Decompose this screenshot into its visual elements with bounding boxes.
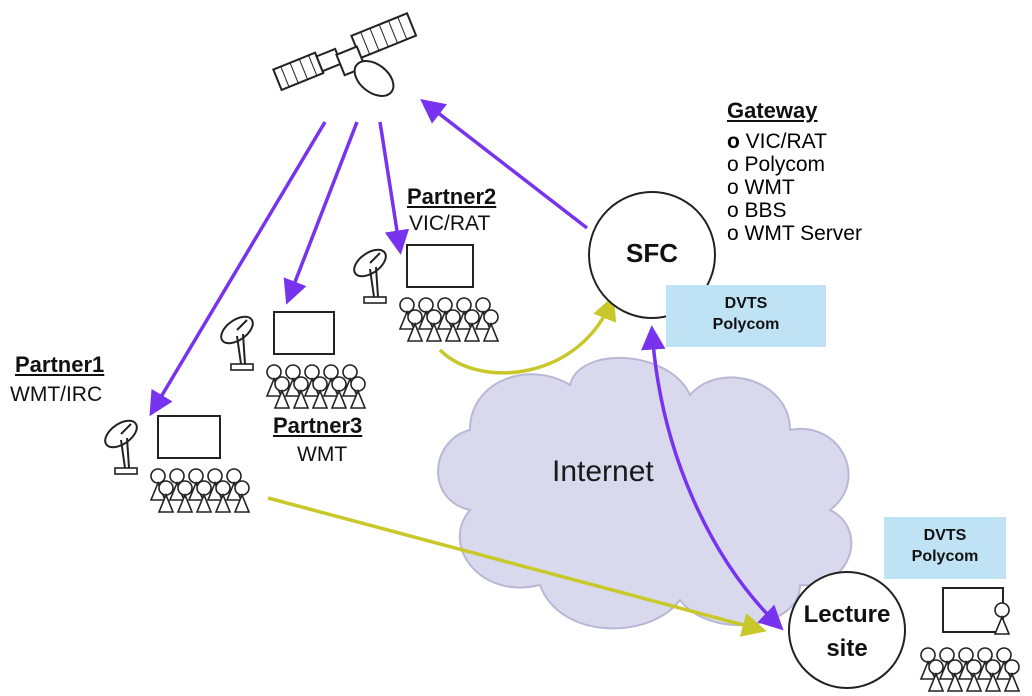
bullet-icon: o [727,199,745,222]
screen-icon [273,311,335,355]
bullet-icon: o [727,222,745,245]
gateway-item: o WMT [727,176,862,199]
link-satellite-partner3 [283,121,359,305]
person-icon [149,468,167,501]
person-icon [957,647,975,680]
person-icon [330,376,348,409]
person-icon [292,376,310,409]
sfc-box-line1: DVTS [724,295,768,312]
satellite-dish-icon [220,315,254,371]
person-icon [406,309,424,342]
person-icon [157,480,175,513]
internet-cloud [437,356,853,630]
partner2-title: Partner2 [407,184,497,209]
internet-label: Internet [552,455,654,488]
person-icon [993,602,1011,635]
link-sfc-lecture [641,325,784,631]
gateway-item-label: WMT Server [744,222,862,245]
person-icon [927,659,945,692]
bullet-icon: o [727,130,746,153]
person-icon [349,376,367,409]
lecture-protocol-box: DVTS Polycom [884,517,1006,579]
bullet-icon: o [727,153,745,176]
gateway-item-label: Polycom [744,153,826,176]
person-icon [195,480,213,513]
presenter-icon [993,602,1011,635]
lecture-line1: Lecture [803,601,891,628]
person-icon [938,647,956,680]
lecture-screen-icon [942,587,1004,633]
person-icon [265,364,283,397]
satellite-dish-icon [353,248,387,304]
gateway-item-label: WMT [744,176,795,199]
link-partner2-sfc [438,295,617,375]
satellite-dish-icon [104,419,138,475]
lecture-site-node [788,571,906,689]
audience-icon [398,297,500,342]
partner2-site-icon [353,244,500,342]
gateway-item: o BBS [727,199,862,222]
satellite-links [149,99,784,631]
link-sfc-satellite [420,99,589,230]
bullet-icon: o [727,176,745,199]
link-satellite-partner1 [149,121,327,417]
person-icon [965,659,983,692]
person-icon [444,309,462,342]
person-icon [341,364,359,397]
gateway-item: o VIC/RAT [727,130,862,153]
partner3-tools: WMT [297,443,348,466]
person-icon [425,309,443,342]
sfc-label: SFC [626,238,678,268]
partner1-site-icon [104,415,251,513]
partner2-tools: VIC/RAT [409,212,491,235]
lecture-audience-icon [919,647,1021,692]
gateway-item: o WMT Server [727,222,862,245]
internet-links [267,295,767,637]
partner3-site-icon [220,311,367,409]
person-icon [463,309,481,342]
sfc-protocol-box: DVTS Polycom [666,285,826,347]
person-icon [984,659,1002,692]
lecture-site-label: Lecture site [790,598,904,666]
gateway-item: o Polycom [727,153,862,176]
lecture-box-line1: DVTS [923,527,967,544]
gateway-item-label: VIC/RAT [745,130,827,153]
person-icon [946,659,964,692]
partner3-title: Partner3 [273,413,363,438]
person-icon [311,376,329,409]
person-icon [303,364,321,397]
audience-icon [265,364,367,409]
person-icon [273,376,291,409]
person-icon [233,480,251,513]
sfc-box-line2: Polycom [712,316,780,333]
lecture-line2: site [826,635,868,662]
person-icon [482,309,500,342]
person-icon [214,480,232,513]
partner1-title: Partner1 [15,352,105,377]
partner1-tools: WMT/IRC [10,383,103,406]
screen-icon [406,244,474,288]
screen-icon [157,415,221,459]
person-icon [1003,659,1021,692]
satellite-icon [272,12,418,97]
person-icon [176,480,194,513]
audience-icon [149,468,251,513]
gateway-title: Gateway [727,98,818,123]
link-partner1-lecture [267,496,767,637]
person-icon [284,364,302,397]
lecture-box-line2: Polycom [911,548,979,565]
gateway-item-label: BBS [744,199,787,222]
link-satellite-partner2 [378,121,410,255]
